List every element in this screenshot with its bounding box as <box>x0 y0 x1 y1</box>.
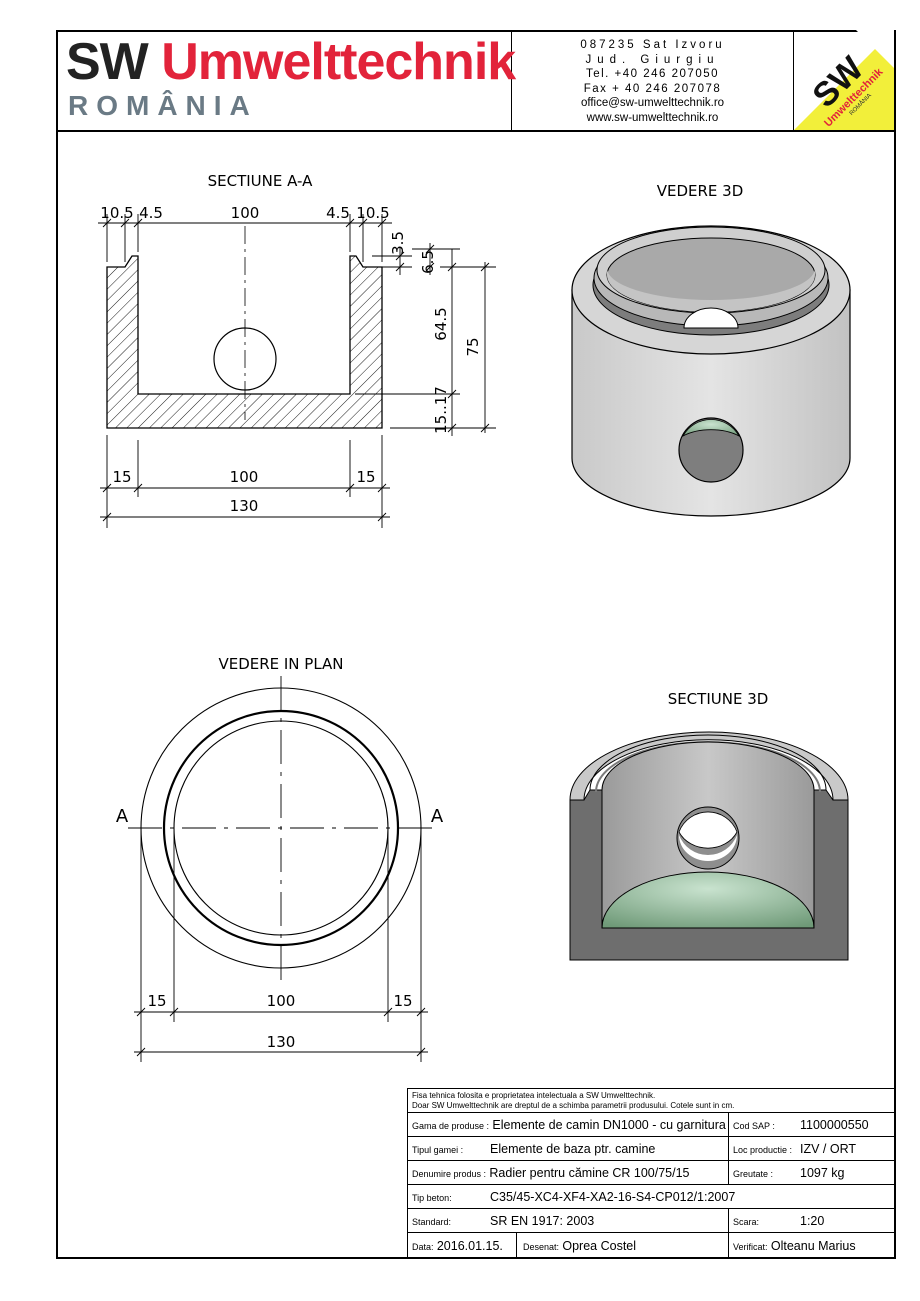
loc-label: Loc productie : <box>733 1145 793 1155</box>
dim-15-left: 15 <box>112 468 131 486</box>
plan-dim-100: 100 <box>267 992 296 1010</box>
note-ownership: Fisa tehnica folosita e proprietatea int… <box>412 1091 656 1100</box>
row-data: Data: 2016.01.15. Desenat: Oprea Costel … <box>408 1233 896 1259</box>
row-denumire: Denumire produs : Radier pentru cămine C… <box>408 1161 896 1185</box>
section-3d-drawing: SECTIUNE 3D <box>569 690 849 961</box>
section-bottom-dimensions <box>100 435 390 528</box>
loc-value: IZV / ORT <box>800 1142 857 1156</box>
den-label: Denumire produs : <box>412 1169 487 1179</box>
dim-130-total: 130 <box>230 497 259 515</box>
verif-label: Verificat: <box>733 1242 768 1252</box>
dim-15-17: 15..17 <box>432 386 450 434</box>
row-tip: Tipul gamei : Elemente de baza ptr. cami… <box>408 1137 896 1161</box>
logo-sw-text: SW <box>66 33 149 91</box>
greut-value: 1097 kg <box>800 1166 845 1180</box>
section-3d-title: SECTIUNE 3D <box>668 690 769 708</box>
section-3d-base <box>601 871 815 929</box>
section-wall-hatch <box>106 255 383 429</box>
desenat-label: Desenat: <box>523 1242 560 1252</box>
view-3d-pipe-opening <box>678 417 744 483</box>
address-line-1: 087235 Sat Izvoru <box>580 39 725 51</box>
den-value: Radier pentru cămine CR 100/75/15 <box>489 1166 690 1180</box>
dim-15-right: 15 <box>356 468 375 486</box>
row-standard: Standard: SR EN 1917: 2003 Scara: 1:20 <box>408 1209 896 1233</box>
section-top-dimensions <box>98 214 392 262</box>
header: SW Umwelttechnik ROMÂNIA 087235 Sat Izvo… <box>56 30 896 132</box>
row-beton: Tip beton: C35/45-XC4-XF4-XA2-16-S4-CP01… <box>408 1185 896 1209</box>
fax-number: Fax + 40 246 207078 <box>583 82 722 95</box>
tip-value: Elemente de baza ptr. camine <box>490 1142 656 1156</box>
plan-view-drawing: VEDERE IN PLAN A A 15 100 15 130 <box>116 655 444 1062</box>
badge-graphic: SW Umwelttechnik ROMÂNIA <box>794 30 894 130</box>
plan-cut-label-left: A <box>116 806 129 827</box>
desenat-value: Oprea Costel <box>562 1239 637 1253</box>
plan-view-title: VEDERE IN PLAN <box>218 655 343 673</box>
phone-number: Tel. +40 246 207050 <box>585 68 720 80</box>
company-logo: SW Umwelttechnik ROMÂNIA <box>56 30 516 130</box>
dim-4-5-right: 4.5 <box>326 204 350 222</box>
plan-dim-15-right: 15 <box>393 992 412 1010</box>
dim-10-5-right: 10.5 <box>356 204 389 222</box>
section-aa-title: SECTIUNE A-A <box>208 172 314 190</box>
dim-10-5-left: 10.5 <box>100 204 133 222</box>
section-right-dimensions <box>355 243 496 436</box>
section-aa-drawing: SECTIUNE A-A 10.5 4.5 100 4.5 10.5 <box>98 172 496 528</box>
view-3d-drawing: VEDERE 3D <box>571 182 851 517</box>
note-rights: Doar SW Umwelttechnik are dreptul de a s… <box>412 1101 735 1110</box>
tip-label: Tipul gamei : <box>412 1145 464 1155</box>
logo-umwelttechnik-text: Umwelttechnik <box>161 33 516 91</box>
logo-romania-text: ROMÂNIA <box>68 90 258 121</box>
gama-label: Gama de produse : <box>412 1121 490 1131</box>
data-value: 2016.01.15. <box>436 1239 503 1253</box>
email-address: office@sw-umwelttechnik.ro <box>580 97 725 109</box>
beton-value: C35/45-XC4-XF4-XA2-16-S4-CP012/1:2007 <box>490 1190 736 1204</box>
scara-value: 1:20 <box>800 1214 825 1228</box>
drawing-sheet-frame <box>56 30 896 1259</box>
title-block: Fisa tehnica folosita e proprietatea int… <box>407 1088 896 1259</box>
website-url: www.sw-umwelttechnik.ro <box>586 111 719 124</box>
dim-100-bottom: 100 <box>230 468 259 486</box>
dim-3-5: 3.5 <box>389 231 407 255</box>
gama-value: Elemente de camin DN1000 - cu garnitura <box>492 1118 726 1132</box>
view-3d-title: VEDERE 3D <box>657 182 744 200</box>
data-label: Data: <box>412 1242 434 1252</box>
std-value: SR EN 1917: 2003 <box>490 1214 595 1228</box>
dim-6-5: 6.5 <box>419 250 437 274</box>
dim-100-top: 100 <box>231 204 260 222</box>
beton-label: Tip beton: <box>412 1193 452 1203</box>
address-line-2: Jud. Giurgiu <box>585 53 720 66</box>
scara-label: Scara: <box>733 1217 760 1227</box>
dim-75: 75 <box>464 337 482 356</box>
plan-cut-label-right: A <box>431 806 444 827</box>
title-block-notes: Fisa tehnica folosita e proprietatea int… <box>408 1089 896 1113</box>
row-gama: Gama de produse : Elemente de camin DN10… <box>408 1113 896 1137</box>
dim-4-5-left: 4.5 <box>139 204 163 222</box>
contact-info: 087235 Sat Izvoru Jud. Giurgiu Tel. +40 … <box>512 30 794 130</box>
dim-64-5: 64.5 <box>432 307 450 340</box>
plan-dim-130: 130 <box>267 1033 296 1051</box>
codsap-value: 1100000550 <box>800 1118 869 1132</box>
std-label: Standard: <box>412 1217 452 1227</box>
plan-dim-15-left: 15 <box>147 992 166 1010</box>
verif-value: Olteanu Marius <box>770 1239 856 1253</box>
greut-label: Greutate : <box>733 1169 774 1179</box>
sw-badge-logo: SW Umwelttechnik ROMÂNIA <box>794 30 894 130</box>
codsap-label: Cod SAP : <box>733 1121 775 1131</box>
plan-dimensions <box>134 828 428 1062</box>
